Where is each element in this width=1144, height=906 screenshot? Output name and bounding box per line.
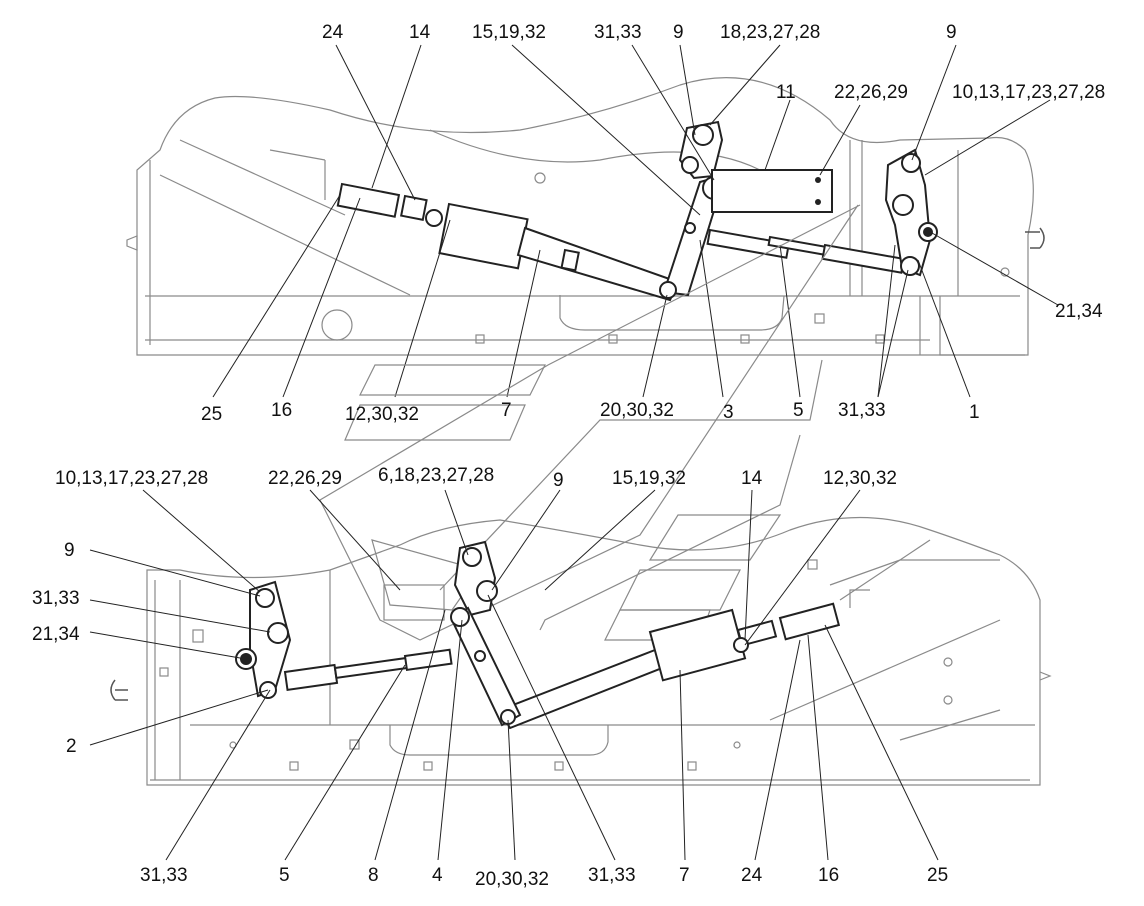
callout-25: 25 <box>201 404 222 425</box>
callout-10-13-17-23-27-28-bottom: 10,13,17,23,27,28 <box>55 468 208 489</box>
callout-16-bottom: 16 <box>818 865 839 886</box>
callouts-bottom: 10,13,17,23,27,28 22,26,29 6,18,23,27,28… <box>32 465 948 890</box>
callout-7: 7 <box>501 400 512 421</box>
callout-5-bottom: 5 <box>279 865 290 886</box>
callout-5: 5 <box>793 400 804 421</box>
connector-bands <box>319 204 861 641</box>
callout-31-33-left: 31,33 <box>32 588 80 609</box>
top-seat-outline <box>136 77 1034 356</box>
callouts-top: 24 14 15,19,32 31,33 9 18,23,27,28 9 11 … <box>201 22 1105 425</box>
top-actuator <box>336 182 680 302</box>
callout-14-bottom: 14 <box>741 468 763 489</box>
callout-22-26-29: 22,26,29 <box>834 82 908 103</box>
bottom-actuator <box>498 602 841 730</box>
callout-9-bottom: 9 <box>553 470 564 491</box>
callout-24: 24 <box>322 22 344 43</box>
callout-1: 1 <box>969 402 980 423</box>
top-assembly <box>126 44 1059 398</box>
bottom-seat-outline <box>146 516 1041 786</box>
callout-9: 9 <box>673 22 684 43</box>
bottom-levers <box>235 540 522 727</box>
callout-14: 14 <box>409 22 431 43</box>
top-levers <box>659 120 938 299</box>
callout-2: 2 <box>66 736 77 757</box>
callout-8: 8 <box>368 865 379 886</box>
callout-15-19-32: 15,19,32 <box>472 22 546 43</box>
callout-10-13-17-23-27-28: 10,13,17,23,27,28 <box>952 82 1105 103</box>
callout-16: 16 <box>271 400 292 421</box>
callout-7-bottom: 7 <box>679 865 690 886</box>
callout-6-18-23-27-28: 6,18,23,27,28 <box>378 465 494 486</box>
callout-24-bottom: 24 <box>741 865 763 886</box>
callout-25-bottom: 25 <box>927 865 948 886</box>
callout-20-30-32-bottom: 20,30,32 <box>475 869 549 890</box>
callout-15-19-32-bottom: 15,19,32 <box>612 468 686 489</box>
callout-18-23-27-28: 18,23,27,28 <box>720 22 820 43</box>
bottom-leader-lines <box>89 489 939 861</box>
callout-22-26-29-bottom: 22,26,29 <box>268 468 342 489</box>
callout-31-33: 31,33 <box>594 22 642 43</box>
callout-21-34-bottom: 21,34 <box>32 624 80 645</box>
callout-21-34: 21,34 <box>1055 301 1103 322</box>
callout-11: 11 <box>776 82 796 103</box>
bottom-assembly <box>89 489 1052 861</box>
callout-9-left: 9 <box>64 540 75 561</box>
callout-31-33-bottom-2: 31,33 <box>588 865 636 886</box>
callout-3: 3 <box>723 402 734 423</box>
callout-31-33-bottom-1: 31,33 <box>140 865 188 886</box>
callout-9-right: 9 <box>946 22 957 43</box>
top-leader-lines <box>212 44 1059 398</box>
callout-4: 4 <box>432 865 443 886</box>
callout-20-30-32: 20,30,32 <box>600 400 674 421</box>
callout-31-33-right: 31,33 <box>838 400 886 421</box>
callout-12-30-32: 12,30,32 <box>345 404 419 425</box>
callout-12-30-32-bottom: 12,30,32 <box>823 468 897 489</box>
